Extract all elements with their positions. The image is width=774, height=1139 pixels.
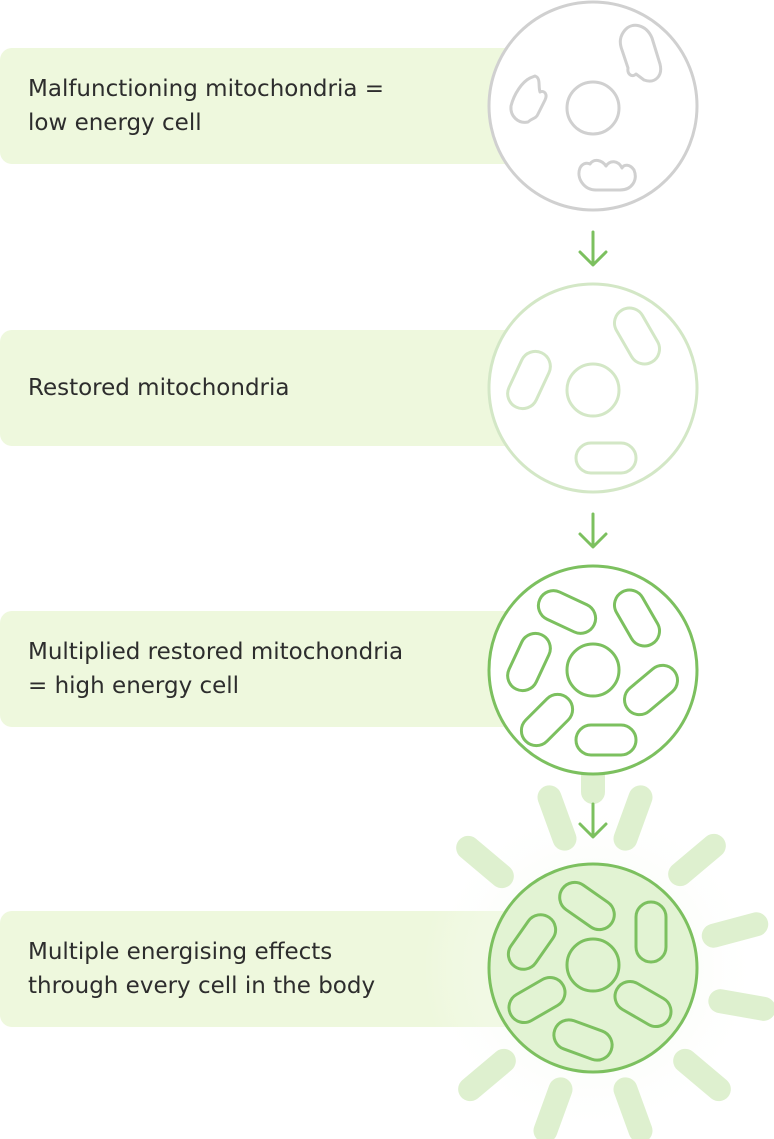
stage-label-line: low energy cell [28,110,202,136]
stage-label-malfunctioning: Malfunctioning mitochondria = low energy… [0,48,520,164]
glow-ray [613,785,653,851]
mitochondrion [623,663,679,717]
mitochondrion [634,900,668,964]
glow-ray [613,1077,653,1139]
mitochondrion [536,589,598,635]
cell-multiplied [487,564,699,776]
stage-label-line: Malfunctioning mitochondria = [28,76,385,102]
mitochondrion [506,631,552,693]
glow-ray [458,1048,516,1102]
mitochondrion [506,349,552,411]
cell-malfunctioning [487,0,699,212]
stage-label-line: through every cell in the body [28,973,376,999]
mitochondrion [613,588,661,648]
mitochondrion [574,723,638,757]
damaged-mitochondrion [618,23,663,83]
glow-ray [708,989,774,1021]
mitochondrion [613,980,673,1028]
mitochondrion [558,880,616,932]
stage-label-line: = high energy cell [28,673,240,699]
glow-ray [673,1048,731,1102]
cell-membrane [487,282,699,494]
cell-membrane [487,564,699,776]
damaged-mitochondrion [577,158,637,192]
mitochondrion [613,306,661,366]
stage-label-line: Multiple energising effects [28,939,333,965]
cell-nucleus [565,80,621,136]
cell-restored [487,282,699,494]
mitochondrion [574,441,638,475]
mitochondrion [506,913,558,971]
down-arrow-icon [578,802,608,839]
mitochondrion [507,976,567,1024]
glow-ray [456,835,514,889]
damaged-mitochondrion [509,74,548,124]
cell-energised [487,862,699,1074]
cell-nucleus [565,937,621,993]
stage-label-restored: Restored mitochondria [0,330,520,446]
glow-ray [701,912,769,948]
glow-ray [668,833,726,887]
glow-ray [533,1077,573,1139]
mitochondrion [519,692,575,748]
stage-label-multiplied: Multiplied restored mitochondria = high … [0,611,520,727]
cell-nucleus [565,642,621,698]
glow-ray [537,785,577,851]
down-arrow-icon [578,230,608,267]
cell-nucleus [565,362,621,418]
down-arrow-icon [578,512,608,549]
cell-membrane [487,0,699,212]
stage-label-line: Multiplied restored mitochondria [28,639,404,665]
stage-label-line: Restored mitochondria [28,375,290,401]
mitochondrion [552,1018,614,1062]
